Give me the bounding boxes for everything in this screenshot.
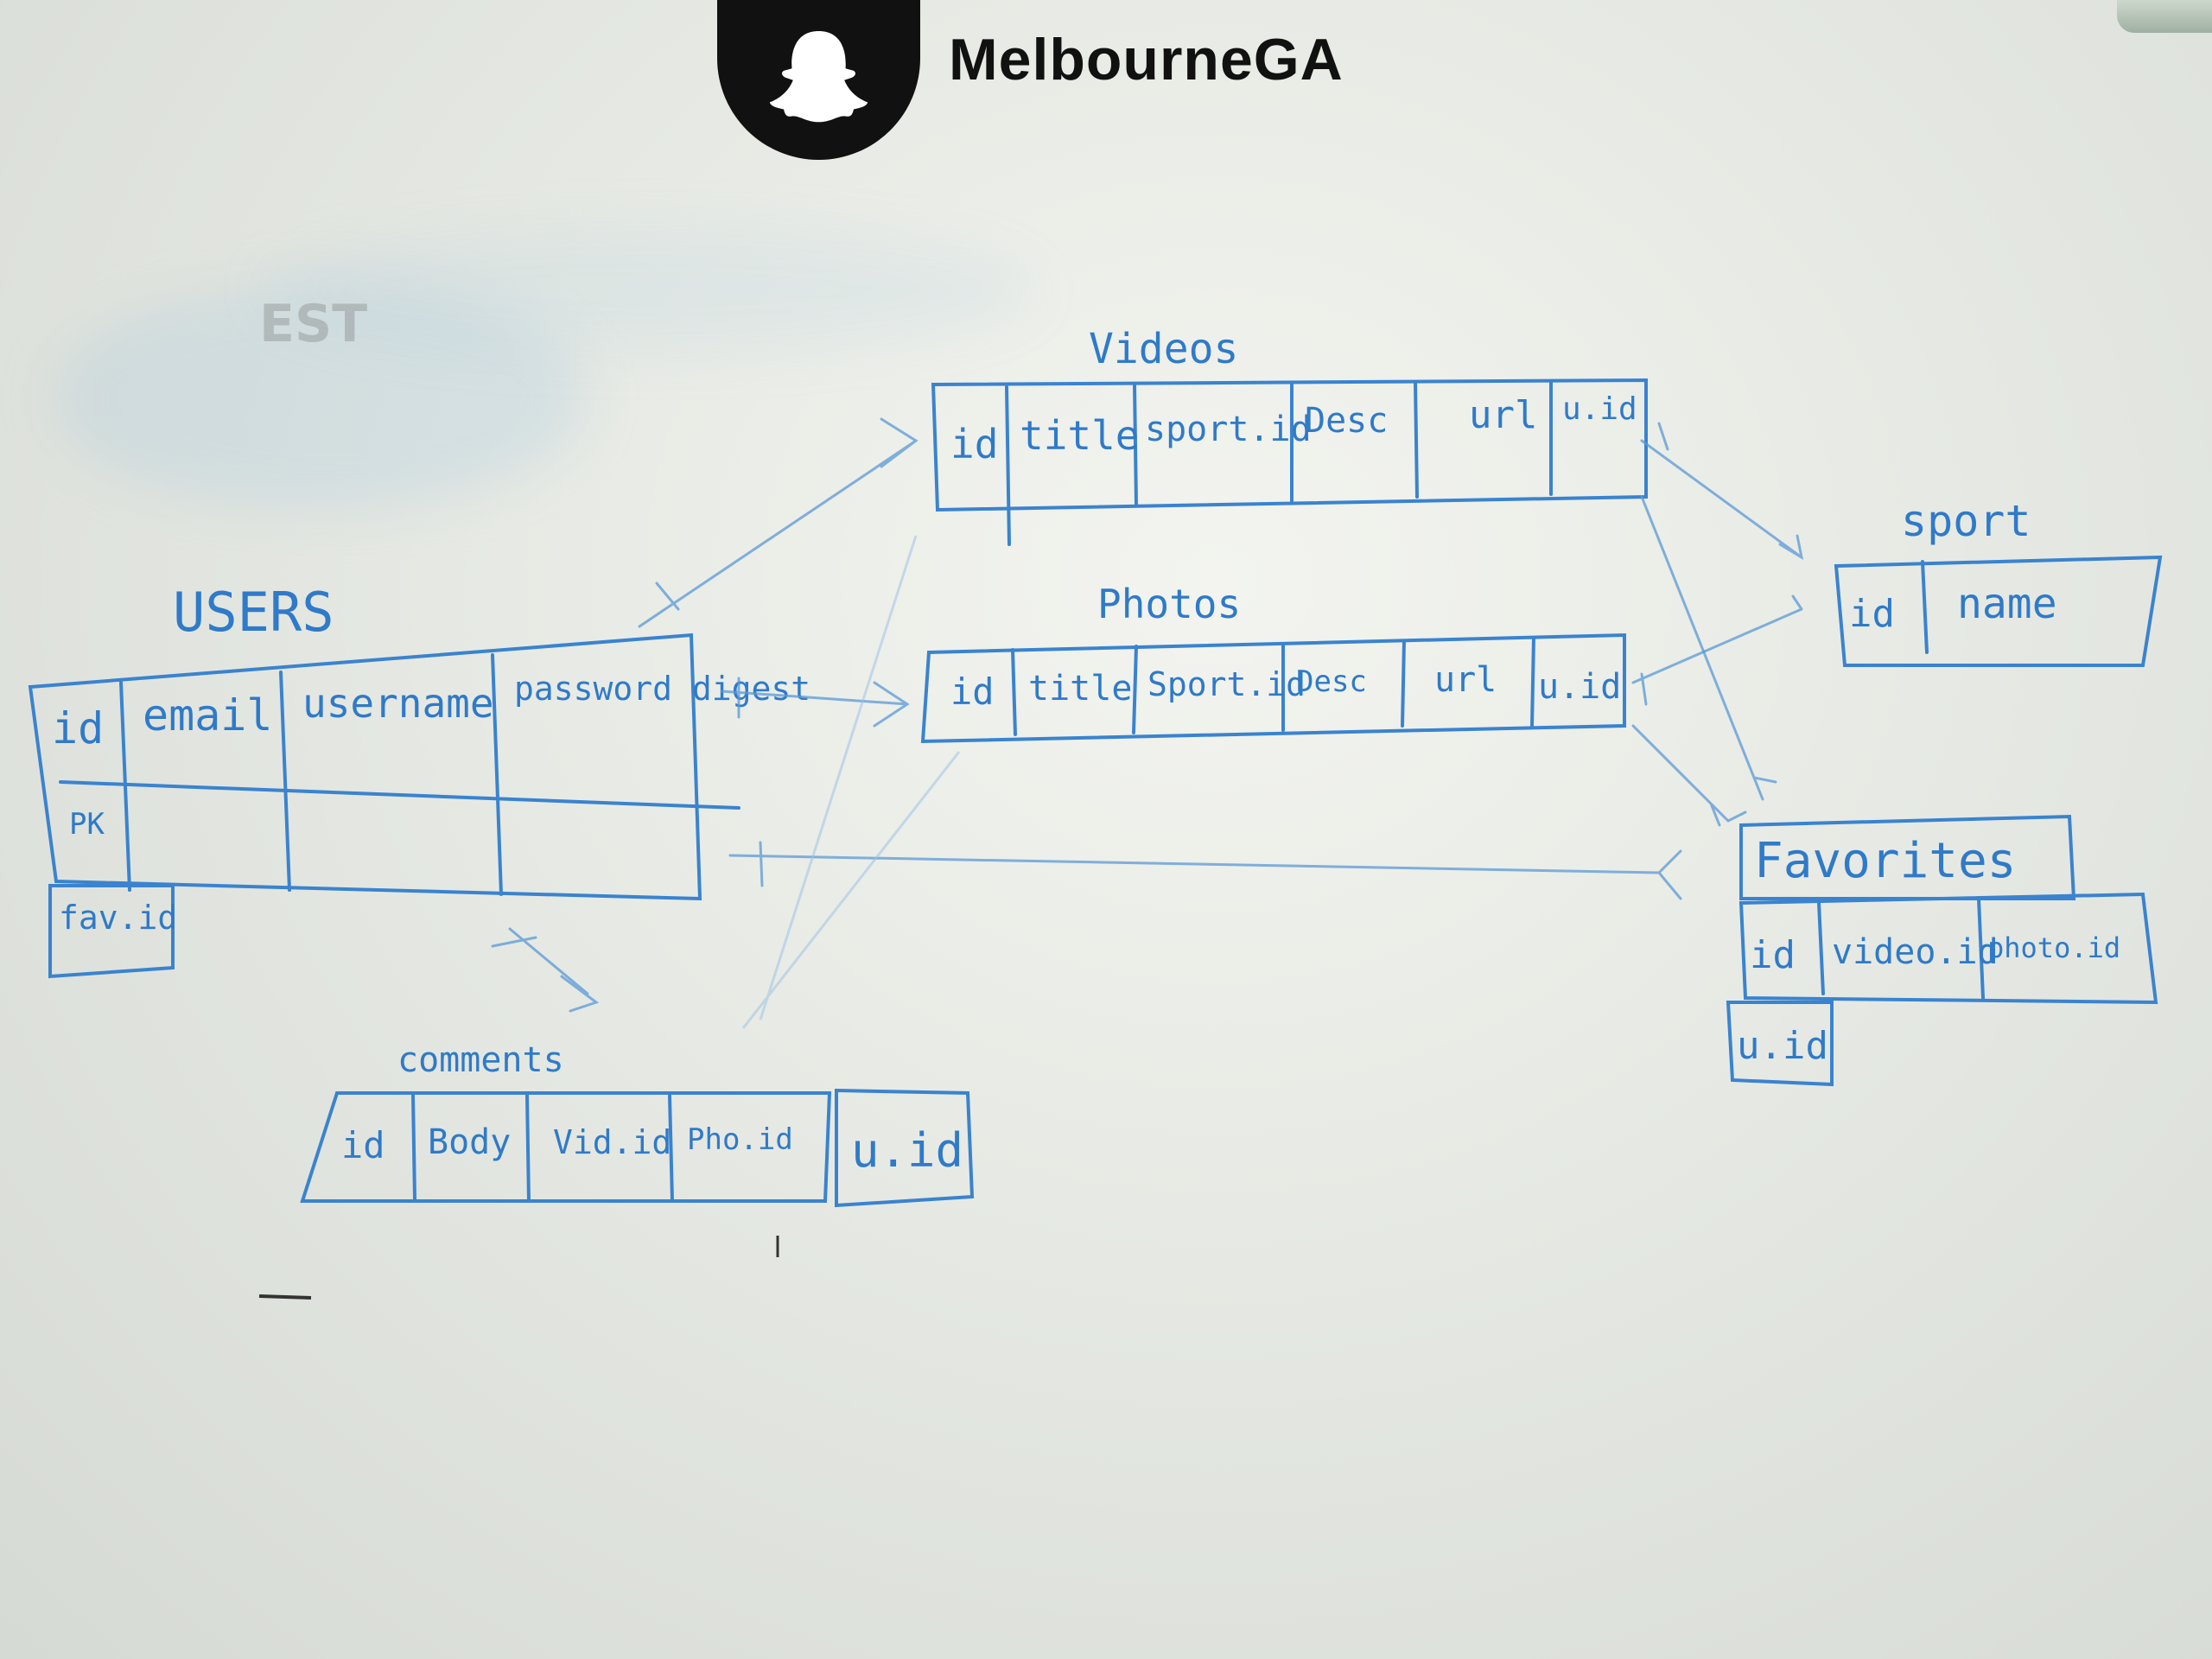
- users-comments-relation: [491, 927, 600, 1013]
- marker-cap: [2117, 0, 2212, 33]
- ghost-text: EST: [259, 294, 368, 354]
- photos-col-id: id: [950, 671, 995, 713]
- videos-col-title: title: [1020, 412, 1139, 459]
- photos-dividers: [1011, 636, 1535, 736]
- users-dividers: [59, 653, 741, 896]
- videos-dividers: [1005, 379, 1553, 546]
- comments-uid-box: [835, 1088, 975, 1208]
- comments-col-id: id: [341, 1124, 385, 1166]
- snapchat-logo: [717, 0, 920, 160]
- users-title: USERS: [173, 581, 334, 644]
- comments-dividers: [411, 1094, 674, 1203]
- users-col-id: id: [52, 703, 104, 753]
- favorites-title-box: [1739, 814, 2076, 900]
- favorites-extra-uid: u.id: [1737, 1024, 1828, 1068]
- smudge: [259, 225, 1037, 354]
- users-fav-box: [48, 884, 175, 979]
- sport-table: [1834, 555, 2163, 667]
- photos-title: Photos: [1097, 581, 1241, 627]
- snapchat-ghost-icon: [769, 31, 868, 123]
- comments-relation-faint: [741, 535, 961, 1029]
- sport-divider: [1921, 560, 1929, 654]
- comments-extra-uid: u.id: [851, 1123, 963, 1178]
- users-favorites-relation: [728, 841, 1682, 900]
- stray-mark: [258, 1294, 312, 1300]
- comments-title: comments: [397, 1040, 564, 1080]
- users-pk: PK: [69, 807, 105, 842]
- videos-col-desc: Desc: [1305, 401, 1388, 441]
- photos-sport-relation: [1631, 594, 1803, 706]
- favorites-title: Favorites: [1754, 833, 2016, 889]
- users-videos-relation: [638, 417, 918, 628]
- videos-col-uid: u.id: [1562, 391, 1637, 427]
- users-col-password-digest: password digest: [514, 670, 810, 708]
- photos-favorites-relation: [1631, 724, 1747, 827]
- favorites-table: [1738, 892, 2158, 1005]
- favorites-col-id: id: [1750, 933, 1796, 977]
- photos-col-sport-id: Sport.id: [1147, 665, 1306, 703]
- videos-title: Videos: [1089, 325, 1238, 373]
- sport-col-name: name: [1957, 580, 2057, 628]
- comments-col-pho-id: Pho.id: [687, 1122, 793, 1157]
- users-table: [28, 632, 702, 901]
- videos-col-url: url: [1469, 393, 1537, 437]
- smudge: [52, 285, 588, 510]
- videos-favorites-relation: [1640, 495, 1777, 801]
- photos-col-desc: Desc: [1296, 664, 1367, 699]
- sport-title: sport: [1901, 496, 2031, 546]
- favorites-uid-box: [1726, 1001, 1834, 1087]
- sport-col-id: id: [1849, 592, 1895, 636]
- photos-col-uid: u.id: [1538, 667, 1621, 707]
- users-col-username: username: [302, 680, 494, 727]
- videos-col-sport-id: sport.id: [1145, 410, 1312, 449]
- users-photos-relation: [720, 677, 910, 728]
- users-col-email: email: [143, 690, 273, 741]
- logo-text: MelbourneGA: [949, 27, 1344, 92]
- comments-col-body: Body: [428, 1122, 511, 1162]
- favorites-col-video-id: video.id: [1832, 932, 1999, 972]
- comments-table: [300, 1091, 832, 1203]
- videos-col-id: id: [950, 421, 998, 467]
- videos-table: [931, 378, 1648, 512]
- videos-sport-relation: [1640, 422, 1804, 561]
- photos-col-title: title: [1028, 669, 1132, 709]
- photos-col-url: url: [1434, 660, 1497, 700]
- favorites-col-photo-id: photo.id: [1987, 931, 2120, 964]
- favorites-dividers: [1817, 897, 1985, 1000]
- users-extra-fav-id: fav.id: [59, 899, 177, 937]
- photos-table: [920, 632, 1626, 744]
- comments-col-vid-id: Vid.id: [553, 1123, 671, 1161]
